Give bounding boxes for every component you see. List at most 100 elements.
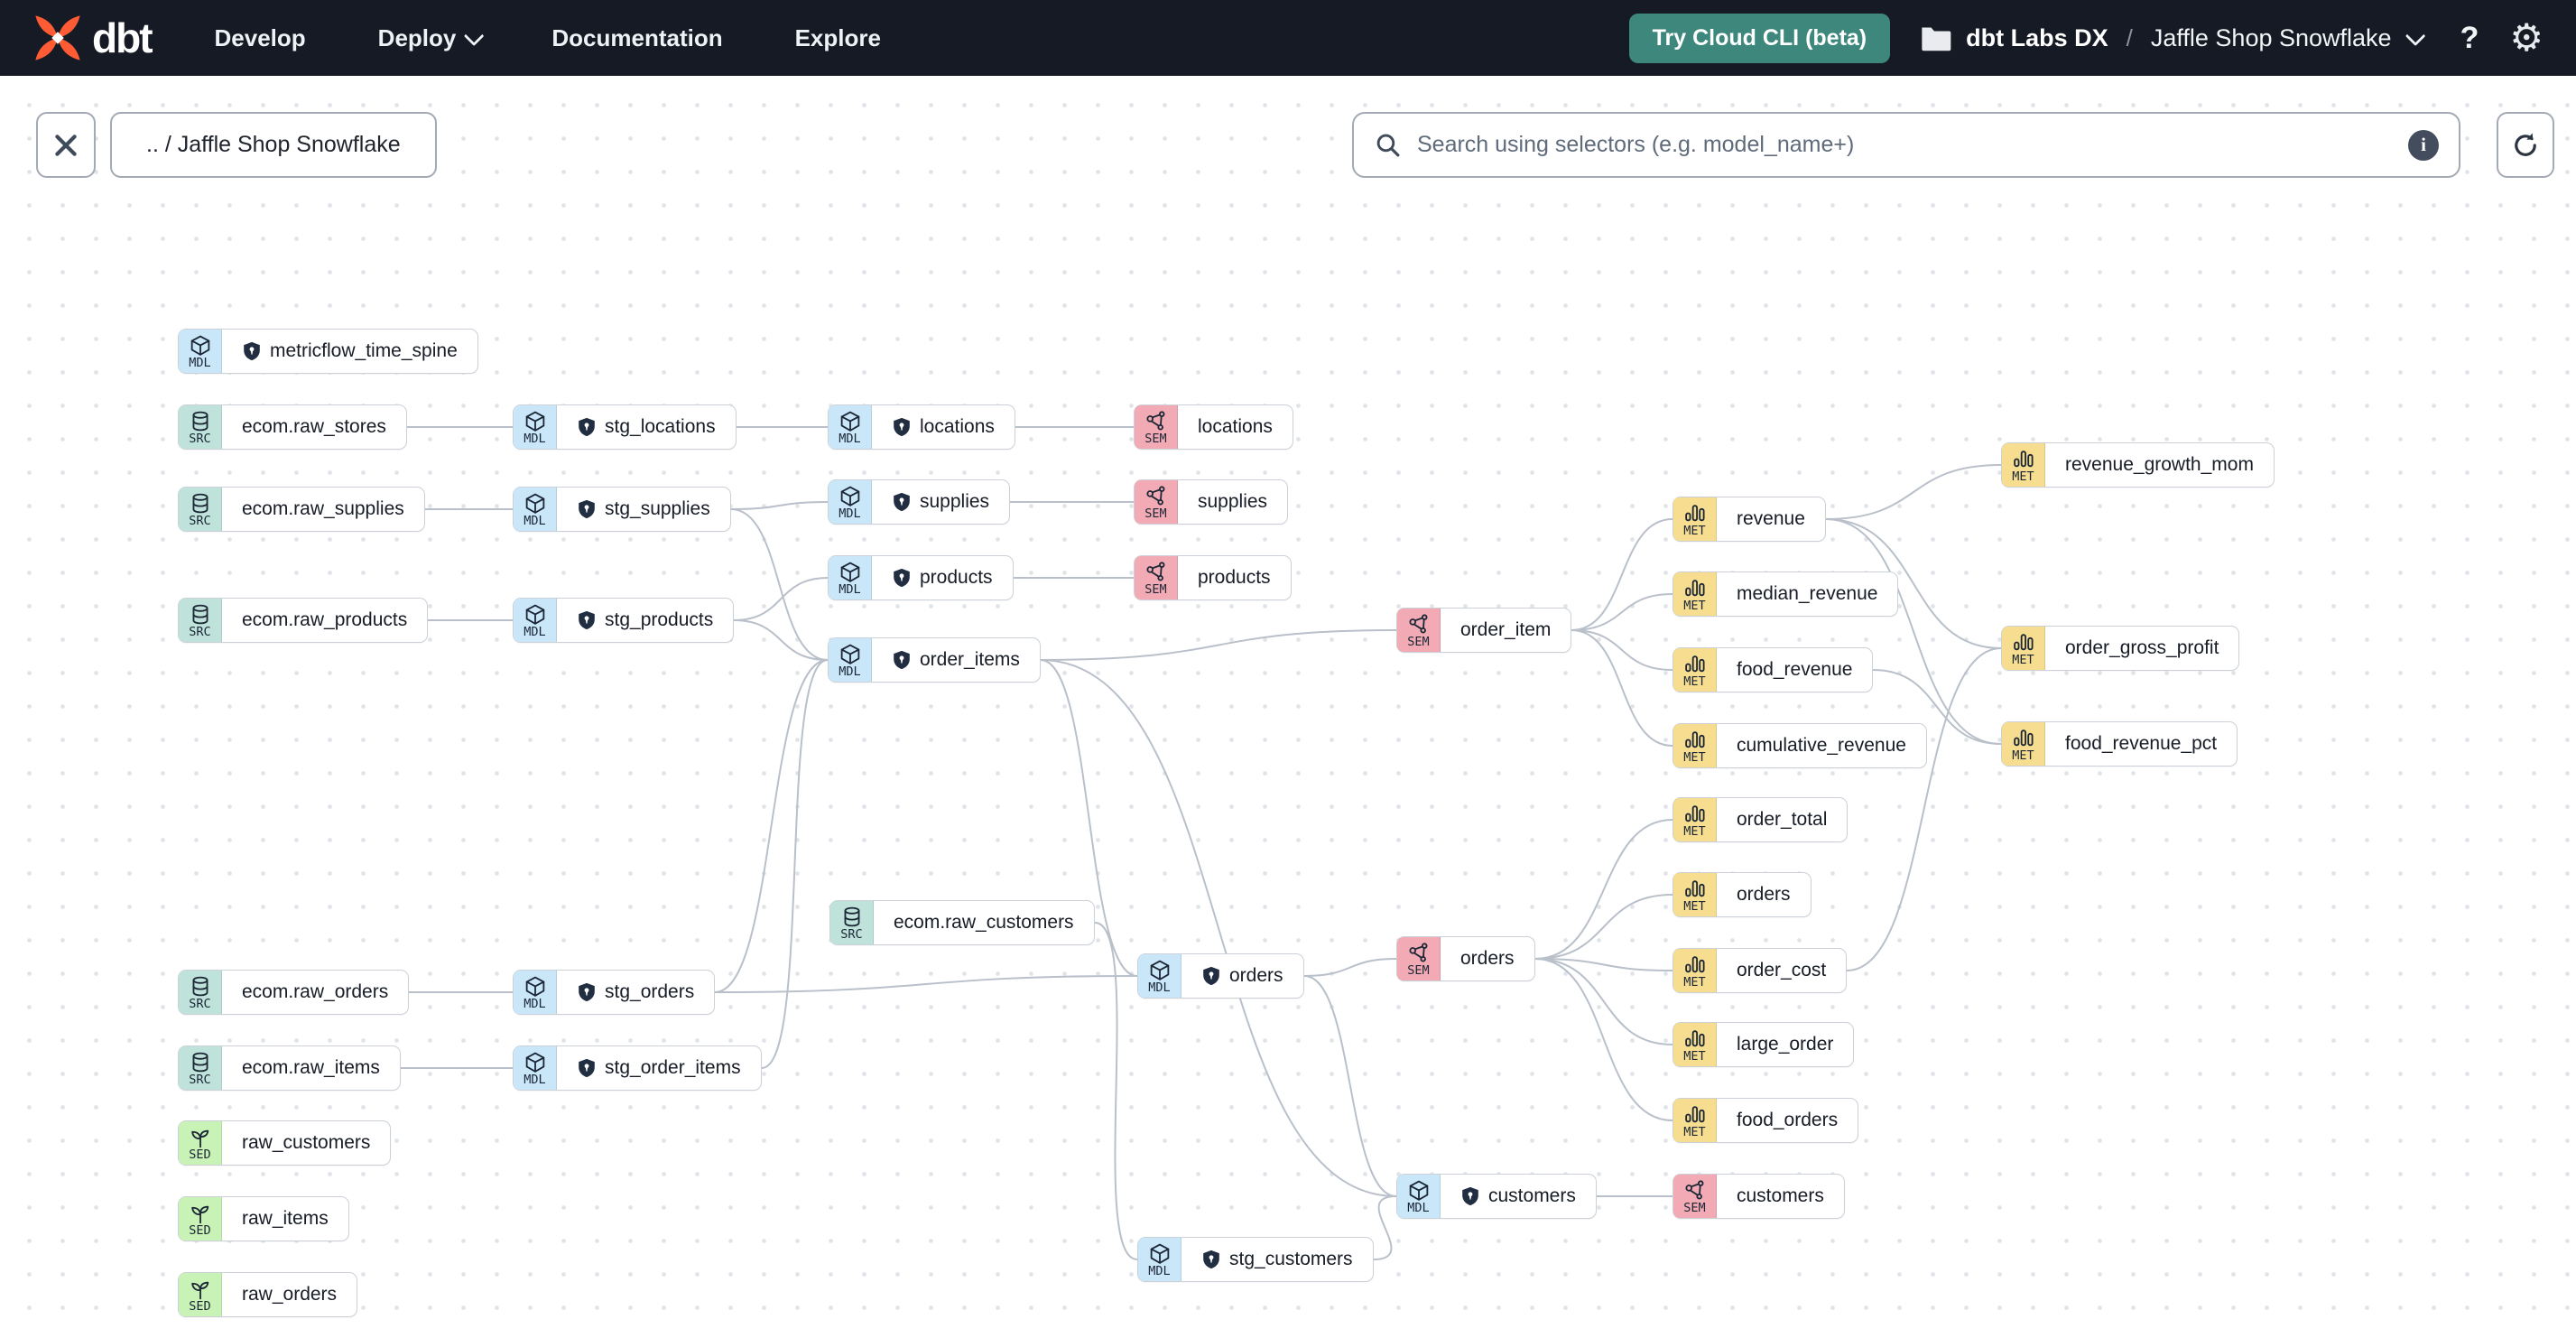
nav-item-documentation[interactable]: Documentation <box>551 23 723 51</box>
node-label: products <box>872 556 1013 599</box>
nav-item-develop[interactable]: Develop <box>214 23 306 51</box>
bar-chart-type-tile: MET <box>2002 443 2045 487</box>
node-label: large_order <box>1737 1034 1834 1055</box>
search-icon <box>1376 134 1400 156</box>
breadcrumb[interactable]: .. / Jaffle Shop Snowflake <box>110 112 437 178</box>
node-label: order_total <box>1737 809 1828 830</box>
node-type-code: MDL <box>1148 1264 1171 1279</box>
dbt-logo[interactable]: dbt <box>32 13 153 63</box>
node-label: cumulative_revenue <box>1737 735 1906 756</box>
node-label: raw_orders <box>242 1284 338 1305</box>
lineage-edge <box>1571 593 1673 631</box>
lineage-edge <box>1303 958 1397 977</box>
network-icon <box>1145 486 1164 506</box>
network-icon <box>1145 411 1164 431</box>
bar-chart-icon <box>2013 634 2034 651</box>
database-type-tile: SRC <box>179 405 222 449</box>
node-type-code: MDL <box>524 514 546 529</box>
lineage-edge <box>1040 659 1397 1197</box>
lineage-edge <box>1040 629 1397 661</box>
info-icon[interactable]: i <box>2408 129 2439 161</box>
sprout-icon <box>190 1206 208 1224</box>
cube-type-tile: MDL <box>514 488 557 531</box>
node-label: supplies <box>1198 491 1268 512</box>
lineage-edge <box>730 501 829 510</box>
shield-icon <box>894 650 910 670</box>
bar-chart-type-tile: MET <box>1673 873 1717 916</box>
cube-icon <box>1150 961 1169 981</box>
database-type-tile: SRC <box>179 599 222 642</box>
refresh-button[interactable] <box>2497 112 2554 178</box>
lineage-edge <box>1571 629 1673 747</box>
bar-chart-icon <box>1684 655 1705 673</box>
try-cloud-cli-button[interactable]: Try Cloud CLI (beta) <box>1628 13 1891 63</box>
cube-type-tile: MDL <box>829 638 872 682</box>
network-icon <box>1408 943 1427 962</box>
lineage-canvas[interactable]: .. / Jaffle Shop Snowflake i MDLmetricfl… <box>0 76 2576 1338</box>
node-label: stg_supplies <box>557 488 730 531</box>
node-label: stg_orders <box>557 971 714 1014</box>
node-label: food_orders <box>1737 1110 1839 1130</box>
help-icon[interactable]: ? <box>2460 20 2479 55</box>
database-icon <box>192 494 208 514</box>
bar-chart-icon <box>1684 956 1705 973</box>
nav-item-deploy[interactable]: Deploy <box>378 24 485 52</box>
gear-icon[interactable]: ⚙ <box>2509 16 2544 59</box>
node-label: food_revenue <box>1737 659 1853 680</box>
search-input[interactable] <box>1417 132 2408 158</box>
node-label: orders <box>1460 948 1515 969</box>
lineage-edge <box>1534 958 1673 1045</box>
node-stg_supplies[interactable]: MDL stg_supplies <box>513 487 731 532</box>
shield-icon <box>579 499 595 519</box>
close-button[interactable] <box>36 112 96 178</box>
bar-chart-icon <box>1684 731 1705 748</box>
shield-icon <box>1203 966 1219 986</box>
lineage-edge <box>1303 975 1397 1197</box>
nav-item-explore[interactable]: Explore <box>794 23 881 51</box>
node-type-code: MET <box>1683 1125 1706 1140</box>
node-label: customers <box>1737 1185 1824 1206</box>
cube-type-tile: MDL <box>1397 1175 1441 1218</box>
node-met_food_orders[interactable]: MET food_orders <box>1673 1098 1859 1143</box>
bar-chart-icon <box>1684 1030 1705 1047</box>
account-switcher[interactable]: dbt Labs DX / Jaffle Shop Snowflake <box>1921 24 2425 52</box>
